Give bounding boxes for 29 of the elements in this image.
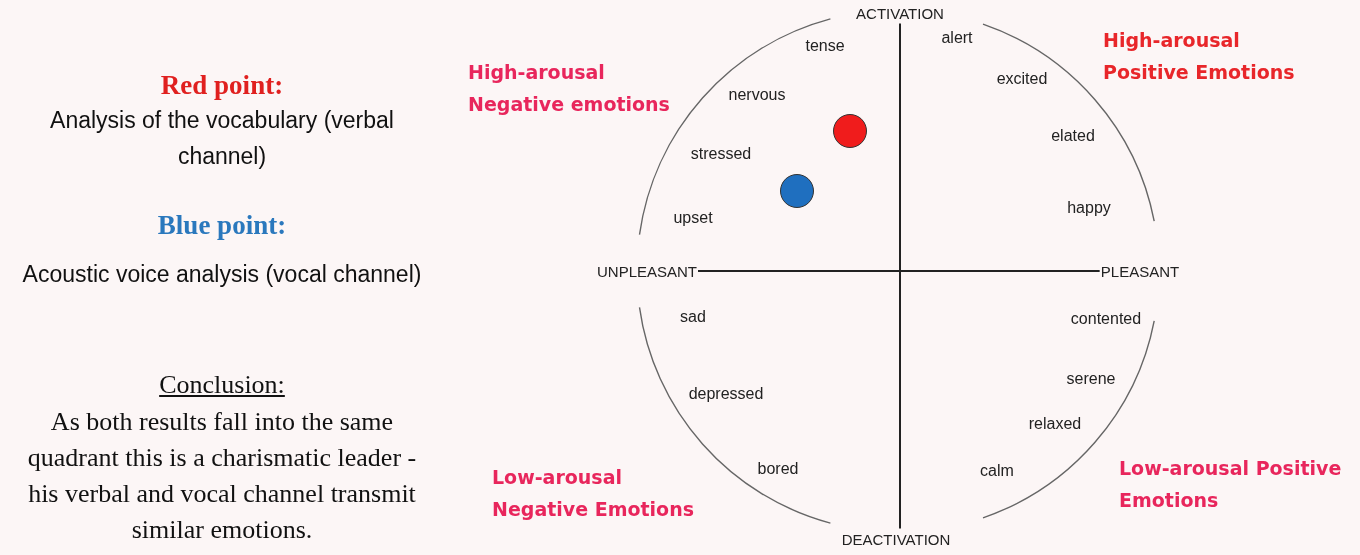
emotion-word: calm bbox=[980, 462, 1014, 480]
quadrant-title: High-arousal Negative emotions bbox=[468, 60, 671, 117]
emotion-word: sad bbox=[680, 308, 706, 326]
emotion-word: upset bbox=[673, 209, 713, 227]
emotion-word: alert bbox=[941, 29, 973, 47]
point-heading: Red point: bbox=[159, 70, 285, 101]
emotion-word: happy bbox=[1067, 199, 1111, 217]
quadrant-title: Low-arousal Positive Emotions bbox=[1119, 456, 1343, 513]
emotion-word: stressed bbox=[690, 145, 752, 163]
emotion-word: contented bbox=[1070, 310, 1142, 328]
point-heading: Blue point: bbox=[156, 210, 288, 241]
emotion-word: excited bbox=[996, 70, 1048, 88]
quadrant-title: High-arousal Positive Emotions bbox=[1103, 28, 1296, 85]
data-point bbox=[833, 114, 867, 148]
emotion-word: nervous bbox=[728, 86, 786, 104]
emotion-word: depressed bbox=[688, 385, 764, 403]
description-text: Acoustic voice analysis (vocal channel) bbox=[21, 260, 423, 289]
emotion-word: elated bbox=[1051, 127, 1095, 145]
conclusion-heading: Conclusion: bbox=[158, 369, 286, 401]
conclusion-text: As both results fall into the same quadrant this is a charismatic leader - his verbal and vocal channel transmit similar emotions. bbox=[26, 406, 418, 546]
quadrant-title: Low-arousal Negative Emotions bbox=[492, 465, 695, 522]
emotion-word: relaxed bbox=[1028, 415, 1082, 433]
axis-line bbox=[899, 22, 901, 530]
description-text: Analysis of the vocabulary (verbal channel) bbox=[49, 106, 395, 171]
data-point bbox=[780, 174, 814, 208]
axis-line bbox=[697, 270, 1101, 272]
emotion-word: bored bbox=[757, 460, 799, 478]
emotion-word: serene bbox=[1066, 370, 1116, 388]
emotion-word: tense bbox=[805, 37, 845, 55]
